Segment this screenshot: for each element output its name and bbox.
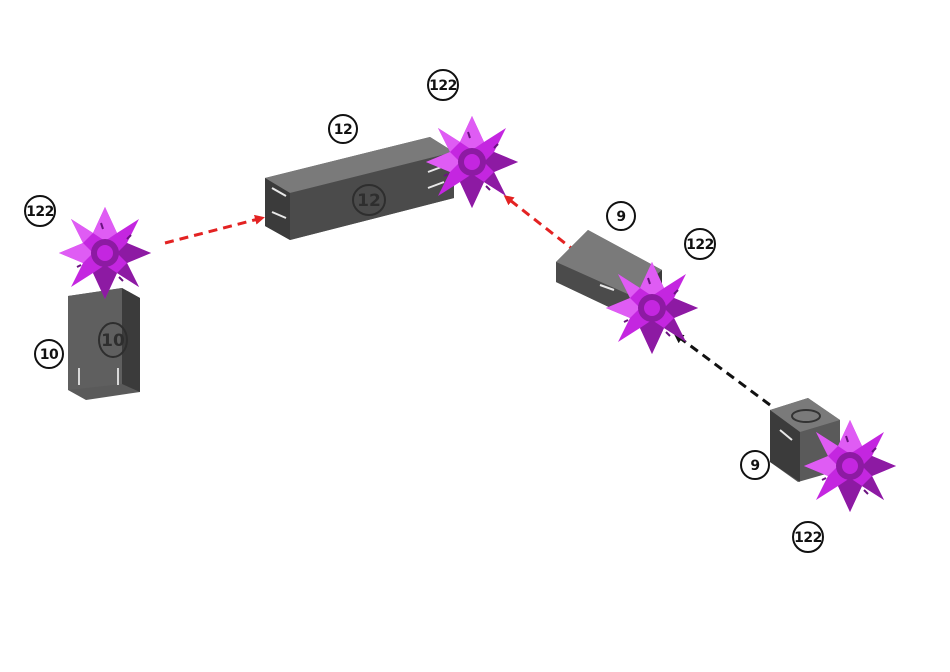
- label-rod-d: 9: [741, 451, 769, 479]
- label-connector-a-text: 122: [26, 204, 54, 220]
- label-connector-a: 122: [25, 196, 55, 226]
- arrow-rod-9b-to-connector: [676, 335, 770, 405]
- label-rod-a-text: 10: [40, 347, 59, 363]
- label-connector-d: 122: [793, 522, 823, 552]
- label-rod-c: 9: [607, 202, 635, 230]
- rod-10: 10: [68, 288, 140, 400]
- label-connector-c-text: 122: [686, 237, 714, 253]
- label-connector-c: 122: [685, 229, 715, 259]
- label-rod-a: 10: [35, 340, 63, 368]
- rod-12: 12: [265, 137, 454, 240]
- arrow-connector-to-rod-12: [165, 218, 262, 243]
- label-rod-d-text: 9: [750, 458, 759, 474]
- rod-12-embossed: 12: [357, 191, 381, 211]
- connector-122-a: [59, 207, 151, 299]
- label-connector-d-text: 122: [794, 530, 822, 546]
- label-rod-c-text: 9: [616, 209, 625, 225]
- connector-122-b: [426, 116, 518, 208]
- label-rod-b-text: 12: [334, 122, 352, 138]
- connector-122-c: [606, 262, 698, 354]
- label-rod-b: 12: [329, 115, 357, 143]
- label-connector-b: 122: [428, 70, 458, 100]
- label-connector-b-text: 122: [429, 78, 457, 94]
- connector-122-d: [804, 420, 896, 512]
- rod-10-embossed: 10: [101, 331, 125, 351]
